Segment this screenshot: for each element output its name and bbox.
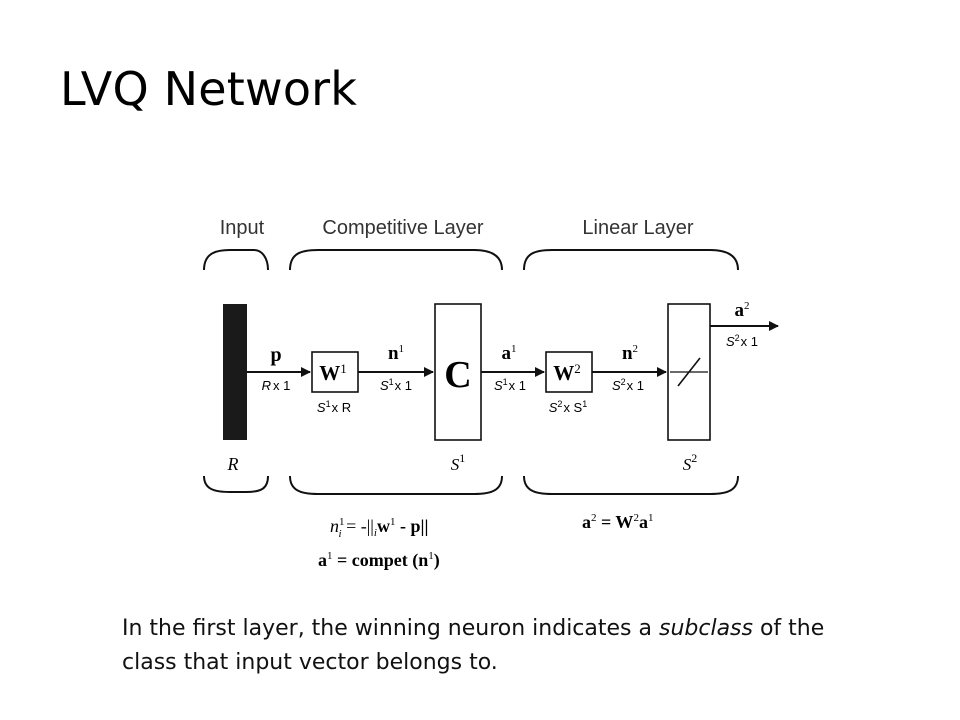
weight1-dimension: S1x R xyxy=(317,399,351,415)
n2-label: n2 xyxy=(622,343,638,364)
a1-dimension: S1x 1 xyxy=(494,377,526,393)
input-top-brace xyxy=(203,249,269,271)
linear-layer-label: Linear Layer xyxy=(582,217,694,239)
caption-text-end: of the class that input vector belongs t… xyxy=(122,616,825,675)
input-size-label: R xyxy=(227,454,239,474)
n1-label: n1 xyxy=(388,343,404,364)
weight2-dimension: S2x S1 xyxy=(549,399,588,415)
p-label: p xyxy=(270,344,281,366)
linear-transfer-slope xyxy=(677,357,701,387)
competitive-bottom-brace xyxy=(289,475,503,495)
linear-top-brace xyxy=(523,249,739,271)
n1-dimension: S1x 1 xyxy=(380,377,412,393)
competitive-layer-label: Competitive Layer xyxy=(322,217,484,239)
slide-title: LVQ Network xyxy=(60,62,358,116)
a2-label: a2 xyxy=(735,300,750,321)
slide-caption: In the first layer, the winning neuron i… xyxy=(122,612,882,680)
weight1-label: W1 xyxy=(319,361,347,385)
lvq-network-diagram: Input Competitive Layer Linear Layer R p… xyxy=(203,217,779,571)
equation-compet: a1 = compet (n1) xyxy=(318,550,440,571)
compet-symbol: C xyxy=(444,354,471,396)
input-bottom-brace xyxy=(203,475,269,493)
caption-emphasis: subclass xyxy=(658,616,753,641)
competitive-top-brace xyxy=(289,249,503,271)
weight2-label: W2 xyxy=(553,361,581,385)
linear-size: S2 xyxy=(683,451,698,474)
input-section-label: Input xyxy=(220,217,265,239)
linear-bottom-brace xyxy=(523,475,739,495)
caption-text-start: In the first layer, the winning neuron i… xyxy=(122,616,659,641)
compet-size: S1 xyxy=(451,451,466,474)
input-bar xyxy=(223,304,247,440)
equation-linear: a2 = W2a1 xyxy=(582,512,653,532)
weight1-box xyxy=(311,351,359,393)
a2-dimension: S2x 1 xyxy=(726,333,758,349)
compet-block xyxy=(434,303,482,441)
n2-dimension: S2x 1 xyxy=(612,377,644,393)
a1-label: a1 xyxy=(502,343,517,364)
